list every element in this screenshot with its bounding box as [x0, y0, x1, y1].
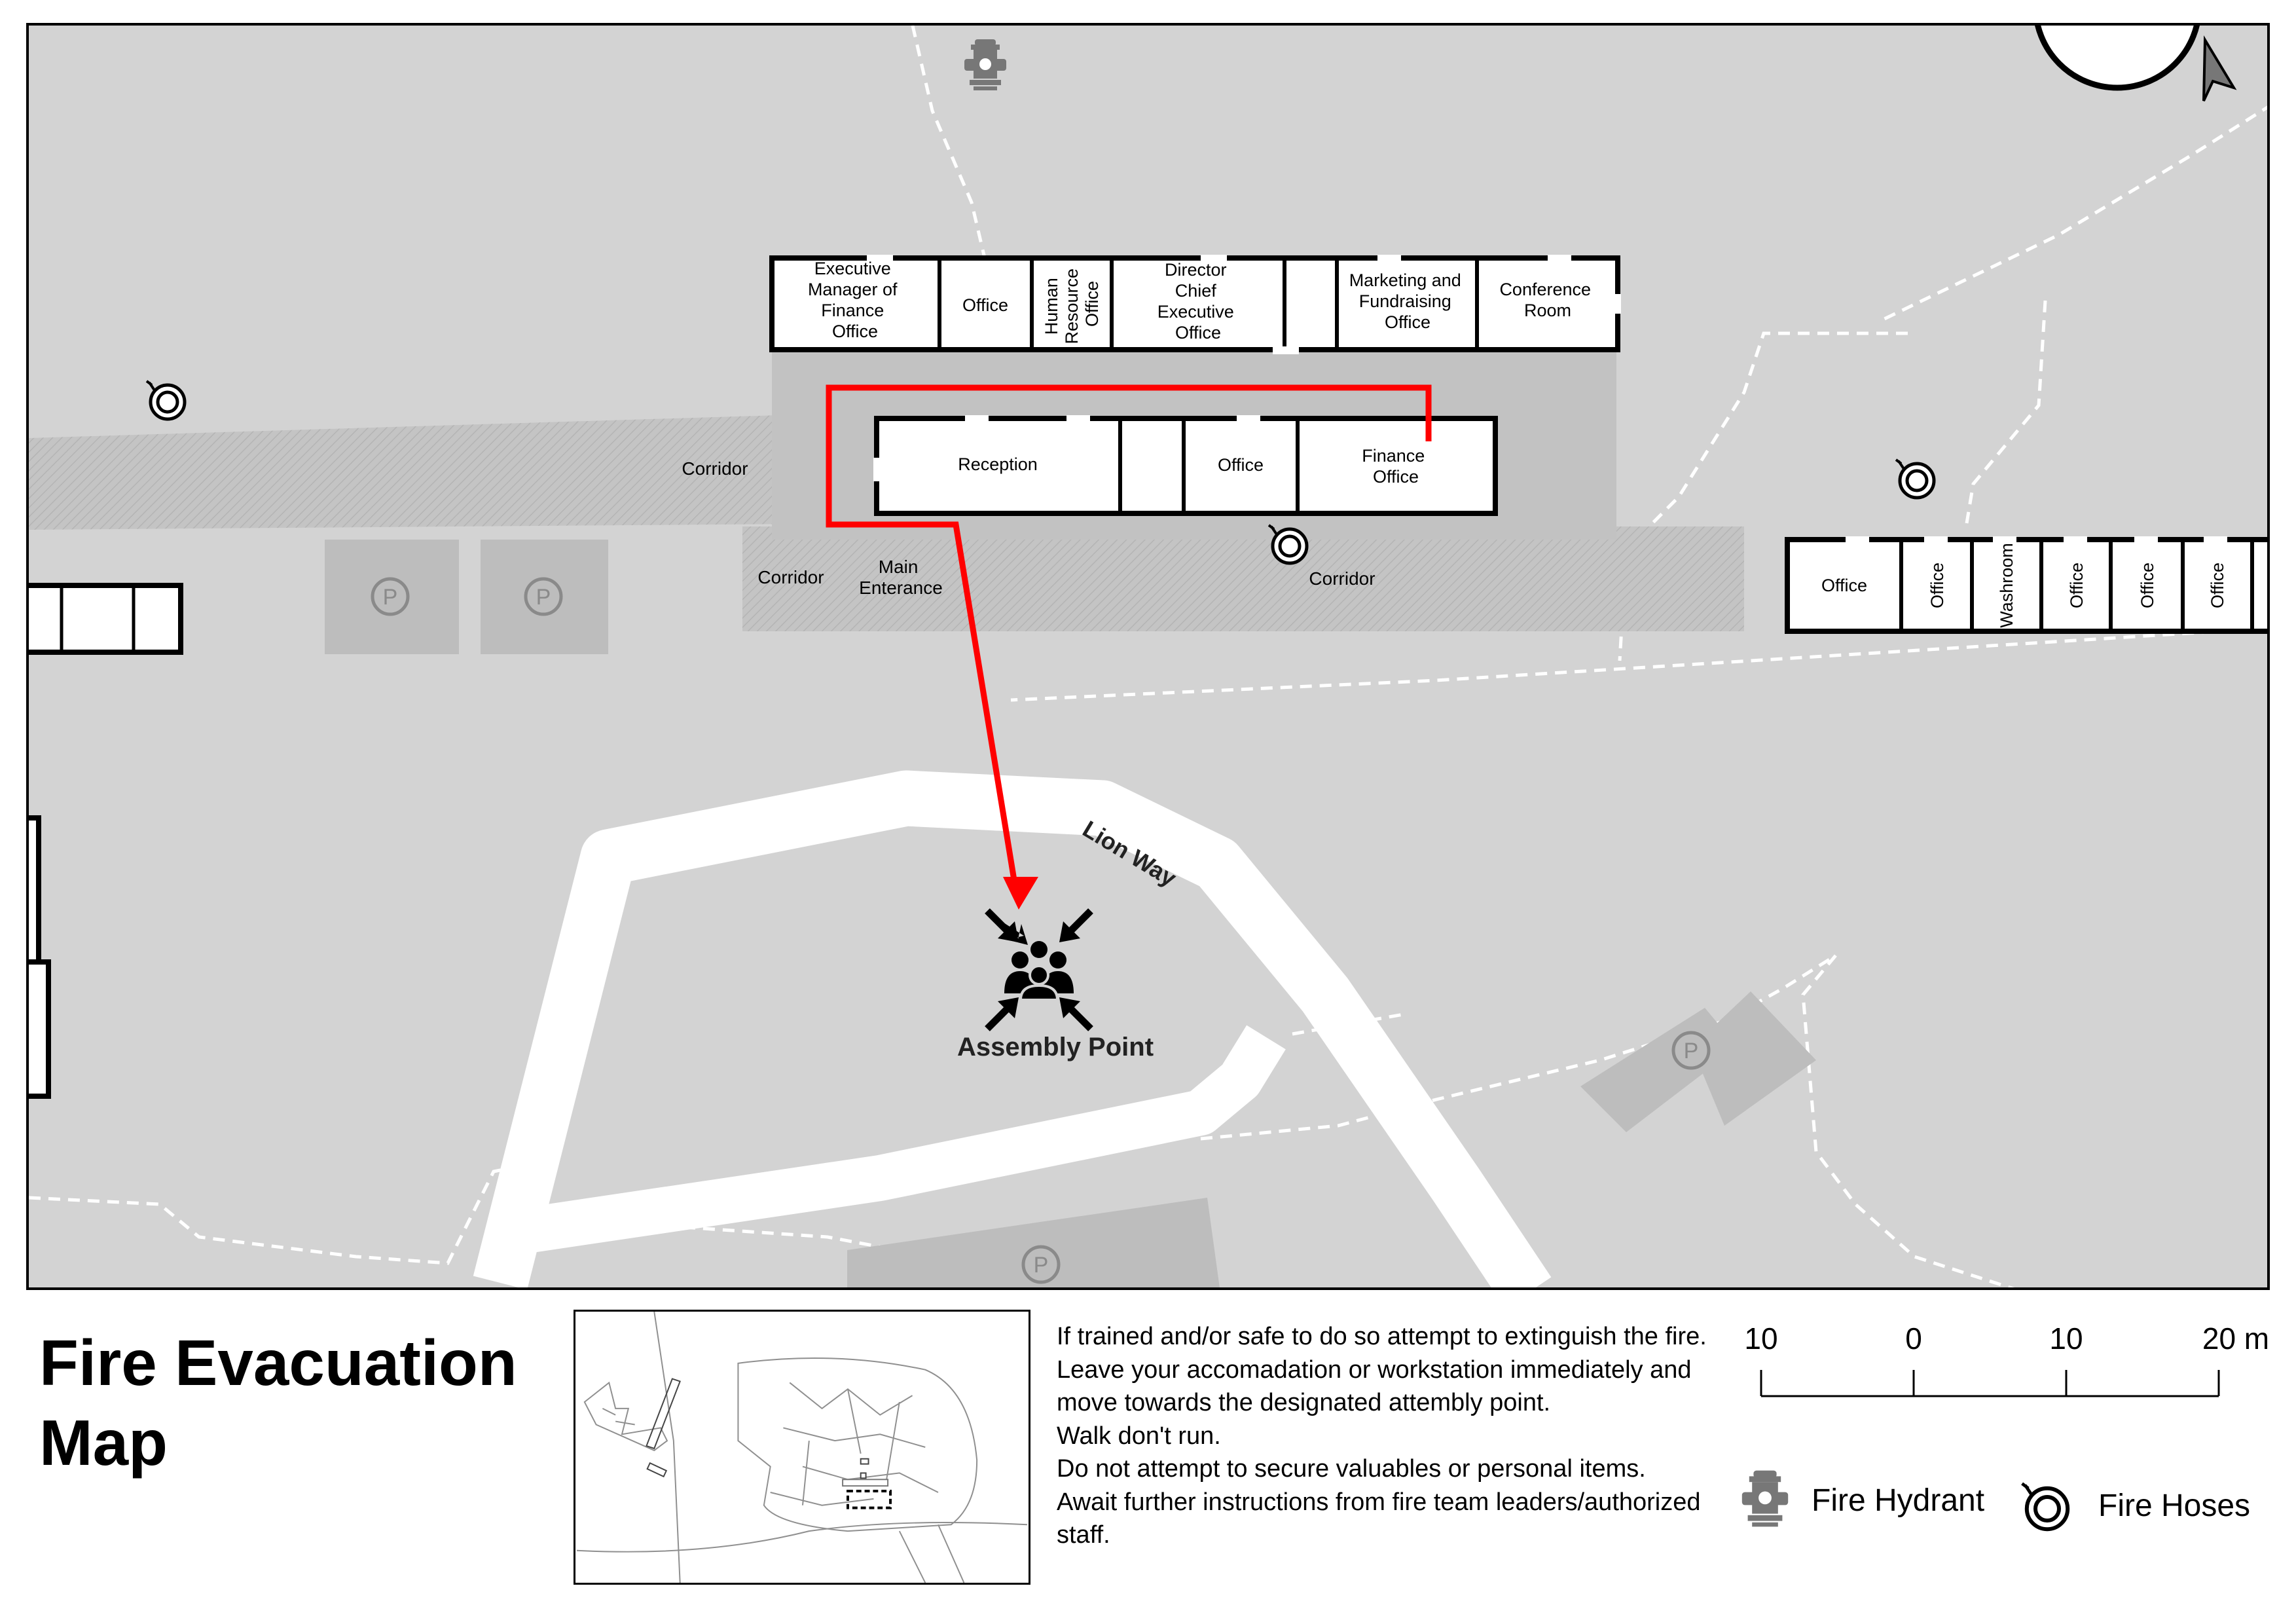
- instruction-item: Do not attempt to secure valuables or pe…: [1057, 1455, 1646, 1483]
- scale-label: 10: [2049, 1321, 2083, 1356]
- scale-label: 0: [1905, 1321, 1922, 1356]
- room-director: Director Chief Executive Office: [1157, 260, 1239, 342]
- building-west: [29, 583, 183, 1099]
- corridor-label-south: Corridor: [1309, 568, 1375, 589]
- room-marketing: Marketing and Fundraising Office: [1349, 270, 1467, 332]
- scale-bar: 10 0 10 20 m: [1744, 1321, 2269, 1397]
- room-executive-manager: Executive Manager of Finance Office: [808, 259, 902, 341]
- map-frame: P P P P: [26, 23, 2270, 1290]
- corridor-label-center: Corridor: [757, 567, 824, 587]
- room-office-east-4: Office: [2208, 563, 2227, 608]
- road-lion-way: [473, 770, 1552, 1287]
- room-office-east-main: Office: [1821, 576, 1867, 595]
- fire-hose-icon: [1896, 460, 1934, 498]
- parking-icon: P: [1034, 1253, 1049, 1278]
- legend-fire-hose-icon: [2021, 1482, 2070, 1532]
- room-office-east-2: Office: [2067, 563, 2086, 608]
- title-line-1: Fire Evacuation: [39, 1327, 517, 1399]
- corridor-label-west: Corridor: [682, 458, 748, 479]
- room-washroom: Washroom: [1997, 543, 2016, 628]
- title-line-2: Map: [39, 1407, 168, 1479]
- building-center: Reception Office Finance Office: [873, 415, 1498, 516]
- room-reception: Reception: [958, 454, 1038, 474]
- room-office-north: Office: [962, 295, 1008, 315]
- parking-icon: P: [536, 585, 551, 610]
- page-title: Fire Evacuation Map: [39, 1323, 563, 1483]
- legend-fire-hydrant-label: Fire Hydrant: [1812, 1483, 1984, 1518]
- room-conference: Conference Room: [1499, 280, 1595, 320]
- scale-label: 20 m: [2202, 1321, 2269, 1356]
- legend-fire-hydrant-icon: [1741, 1470, 1789, 1527]
- building-north: [769, 255, 1621, 354]
- inset-locator-map: [574, 1310, 1030, 1585]
- north-arrow-icon: [2035, 26, 2237, 101]
- inset-area-marker: [847, 1490, 892, 1509]
- legend-fire-hoses-label: Fire Hoses: [2098, 1488, 2250, 1523]
- evacuation-instructions: If trained and/or safe to do so attempt …: [1057, 1320, 1724, 1552]
- room-finance: Finance Office: [1362, 446, 1430, 487]
- parking-icon: P: [383, 585, 398, 610]
- fire-hydrant-icon: [964, 39, 1006, 90]
- assembly-point-label: Assembly Point: [957, 1033, 1154, 1061]
- room-office-center: Office: [1218, 455, 1264, 475]
- instruction-item: Walk don't run.: [1057, 1422, 1221, 1450]
- evacuation-map: P P P P: [29, 26, 2267, 1287]
- instruction-item: Leave your accomadation or workstation i…: [1057, 1356, 1692, 1417]
- building-east: Office Office Washroom Office Office Off…: [1785, 536, 2267, 634]
- main-entrance-label: Main Enterance: [859, 557, 943, 598]
- evacuation-route: [826, 384, 1432, 910]
- assembly-point-icon: [985, 908, 1093, 1031]
- corridor-labels: Corridor Corridor Corridor Main Enteranc…: [682, 458, 1375, 598]
- room-human-resource: Human Resource Office: [1042, 263, 1102, 344]
- room-office-east-1: Office: [1927, 563, 1947, 608]
- instruction-item: Await further instructions from fire tea…: [1057, 1488, 1701, 1549]
- fire-hose-icon: [147, 381, 185, 419]
- instruction-item: If trained and/or safe to do so attempt …: [1057, 1323, 1707, 1350]
- parking-icon: P: [1684, 1039, 1699, 1063]
- legend: Fire Hydrant Fire Hoses: [1741, 1470, 2250, 1532]
- north-room-labels: Executive Manager of Finance Office Offi…: [808, 259, 1595, 344]
- parking-lots: P P P P: [325, 540, 1816, 1287]
- room-office-east-3: Office: [2138, 563, 2157, 608]
- scale-label: 10: [1744, 1321, 1777, 1356]
